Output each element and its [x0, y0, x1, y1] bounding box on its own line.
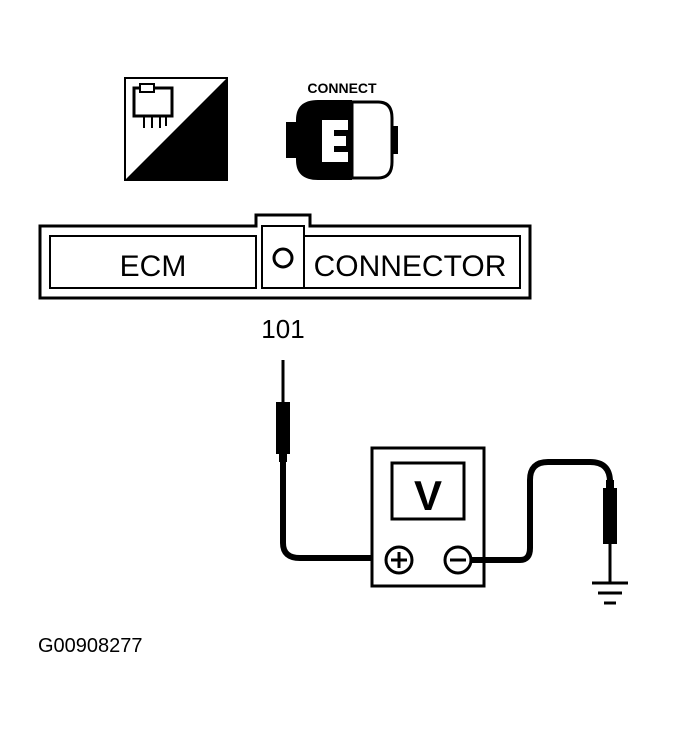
connector-right-label: CONNECTOR [314, 250, 507, 283]
ecm-connector: ECM CONNECTOR [38, 213, 532, 300]
connect-icon: CONNECT [286, 80, 398, 180]
positive-probe [276, 360, 290, 462]
negative-lead-wire [471, 459, 613, 563]
meter-display [390, 461, 466, 521]
connect-label: CONNECT [307, 80, 377, 96]
ground-icon [592, 581, 628, 605]
harness-side-icon: H.S. [124, 77, 228, 181]
negative-probe [603, 480, 617, 582]
meter-symbol: V [414, 472, 442, 519]
figure-id: G00908277 [38, 635, 143, 657]
voltmeter: V [370, 446, 486, 588]
connector-left-label: ECM [120, 250, 187, 283]
terminal-cavity [272, 247, 294, 269]
positive-lead-wire [280, 462, 383, 561]
terminal-number: 101 [261, 314, 304, 344]
harness-side-label: H.S. [165, 150, 208, 175]
